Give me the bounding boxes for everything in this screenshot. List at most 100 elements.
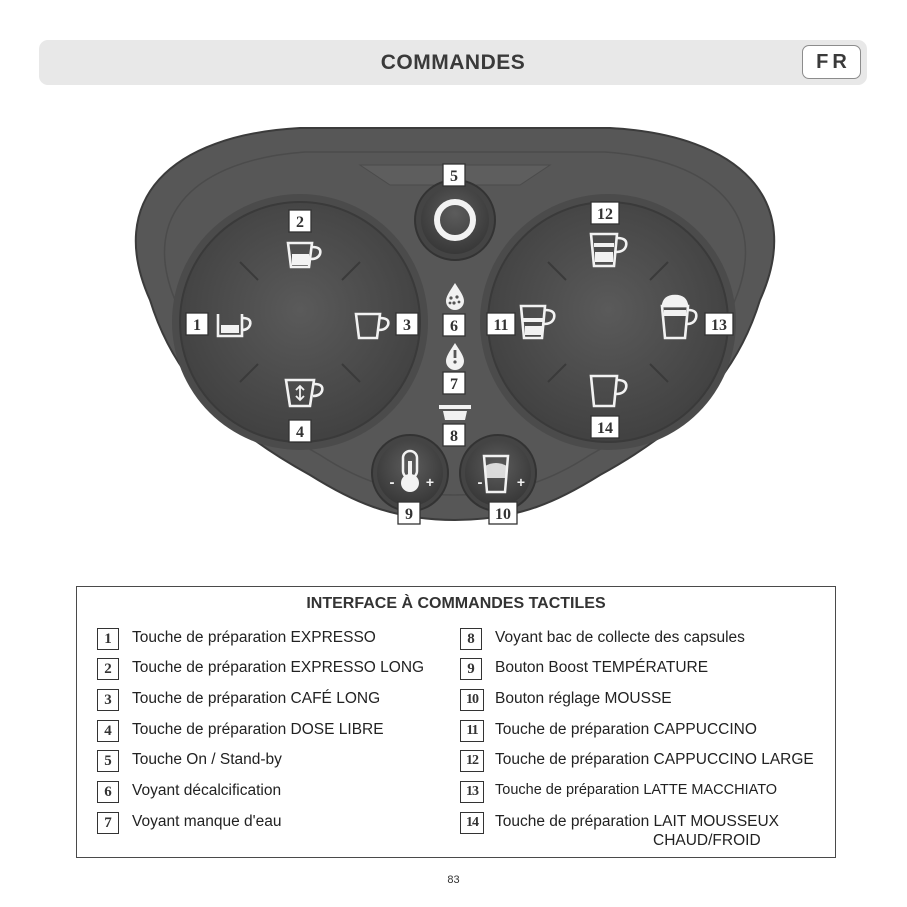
callout-box	[442, 371, 466, 395]
callout-14: 14	[590, 415, 620, 439]
callout-box	[488, 501, 518, 525]
callout-number: 13	[711, 317, 727, 334]
left-dial	[172, 194, 428, 450]
foam-plus-label: +	[517, 474, 525, 490]
item-number: 12	[460, 750, 484, 772]
callout-number: 9	[405, 506, 413, 523]
page-number: 83	[447, 874, 460, 886]
item-text: Bouton Boost TEMPÉRATURE	[495, 659, 709, 676]
callout-1: 1	[185, 312, 209, 336]
free-dose-cup-icon[interactable]	[284, 378, 324, 408]
callout-11: 11	[486, 312, 516, 336]
temperature-boost-button[interactable]	[371, 434, 449, 512]
callout-number: 14	[597, 420, 613, 437]
callout-8: 8	[442, 423, 466, 447]
callout-7: 7	[442, 371, 466, 395]
espresso-long-cup-icon[interactable]	[286, 241, 322, 269]
item-text: Touche de préparation DOSE LIBRE	[132, 721, 384, 738]
item-text: Voyant décalcification	[132, 782, 282, 799]
callout-box	[185, 312, 209, 336]
callout-12: 12	[590, 201, 620, 225]
item-text: Touche de préparation EXPRESSO	[132, 629, 376, 646]
callout-number: 5	[450, 168, 458, 185]
item-text: Touche de préparation CAFÉ LONG	[132, 690, 381, 707]
callout-box	[442, 423, 466, 447]
callout-number: 3	[403, 317, 411, 334]
item-text: Touche de préparation LAIT MOUSSEUX CHAU…	[495, 813, 779, 850]
espresso-cup-icon[interactable]	[216, 314, 252, 338]
callout-number: 10	[495, 506, 511, 523]
callout-10: 10	[488, 501, 518, 525]
latte-macchiato-glass-icon[interactable]	[660, 294, 698, 340]
callout-4: 4	[288, 419, 312, 443]
item-number: 11	[460, 720, 484, 742]
temperature-minus-label: -	[390, 474, 395, 491]
callout-13: 13	[704, 312, 734, 336]
callout-box	[590, 201, 620, 225]
descaling-indicator-icon	[446, 283, 464, 310]
item-text: Touche de préparation CAPPUCCINO LARGE	[495, 751, 814, 768]
page-title: COMMANDES	[380, 51, 526, 74]
callout-6: 6	[442, 313, 466, 337]
callout-box	[486, 312, 516, 336]
item-number: 9	[460, 658, 482, 680]
power-ring-icon	[434, 199, 476, 241]
item-text: Touche de préparation CAPPUCCINO	[495, 721, 757, 738]
callout-box	[288, 419, 312, 443]
item-text: Voyant manque d'eau	[132, 813, 282, 830]
callout-number: 6	[450, 318, 458, 335]
item-text: Touche de préparation EXPRESSO LONG	[132, 659, 425, 676]
callout-box	[590, 415, 620, 439]
temperature-plus-label: +	[426, 474, 434, 490]
item-number: 2	[97, 658, 119, 680]
callout-number: 4	[296, 424, 304, 441]
item-number: 10	[460, 689, 484, 711]
milk-foam-button[interactable]	[459, 434, 537, 512]
cappuccino-large-glass-icon[interactable]	[589, 232, 628, 268]
power-button[interactable]	[414, 179, 496, 261]
item-number: 7	[97, 812, 119, 834]
callout-box	[397, 501, 421, 525]
callout-box	[442, 163, 466, 187]
callout-number: 7	[450, 376, 458, 393]
item-text: Voyant bac de collecte des capsules	[495, 629, 745, 646]
callout-box	[288, 209, 312, 233]
item-text: Bouton réglage MOUSSE	[495, 690, 672, 707]
cappuccino-glass-icon[interactable]	[519, 304, 556, 340]
capsule-tray-indicator-icon	[439, 405, 471, 420]
item-number: 3	[97, 689, 119, 711]
callout-5: 5	[442, 163, 466, 187]
right-dial	[480, 194, 736, 450]
callout-number: 8	[450, 428, 458, 445]
water-shortage-indicator-icon	[446, 343, 464, 370]
thermometer-icon	[401, 449, 419, 492]
callout-box	[442, 313, 466, 337]
callout-3: 3	[395, 312, 419, 336]
foam-minus-label: -	[478, 474, 483, 491]
item-text: Touche On / Stand-by	[132, 751, 282, 768]
cafe-long-cup-icon[interactable]	[354, 312, 390, 340]
item-number: 6	[97, 781, 119, 803]
legend-title: INTERFACE À COMMANDES TACTILES	[306, 595, 606, 612]
item-text: Touche de préparation LATTE MACCHIATO	[495, 782, 778, 798]
header-bar: COMMANDES FR	[39, 40, 867, 85]
foam-glass-icon	[482, 454, 510, 494]
control-panel-illustration: - + - +	[134, 127, 776, 525]
hot-cold-milk-glass-icon[interactable]	[589, 374, 628, 408]
callout-box	[704, 312, 734, 336]
callout-number: 12	[597, 206, 613, 223]
callout-9: 9	[397, 501, 421, 525]
item-number: 5	[97, 750, 119, 772]
callout-number: 11	[493, 317, 508, 334]
item-number: 4	[97, 720, 119, 742]
item-number: 13	[460, 781, 484, 803]
item-number: 8	[460, 628, 482, 650]
item-number: 1	[97, 628, 119, 650]
item-number: 14	[460, 812, 484, 834]
language-badge: FR	[802, 45, 861, 79]
item-text-line-2: CHAUD/FROID	[653, 832, 761, 849]
callout-number: 2	[296, 214, 304, 231]
item-text-line-1: Touche de préparation LAIT MOUSSEUX	[495, 813, 780, 830]
callout-box	[395, 312, 419, 336]
